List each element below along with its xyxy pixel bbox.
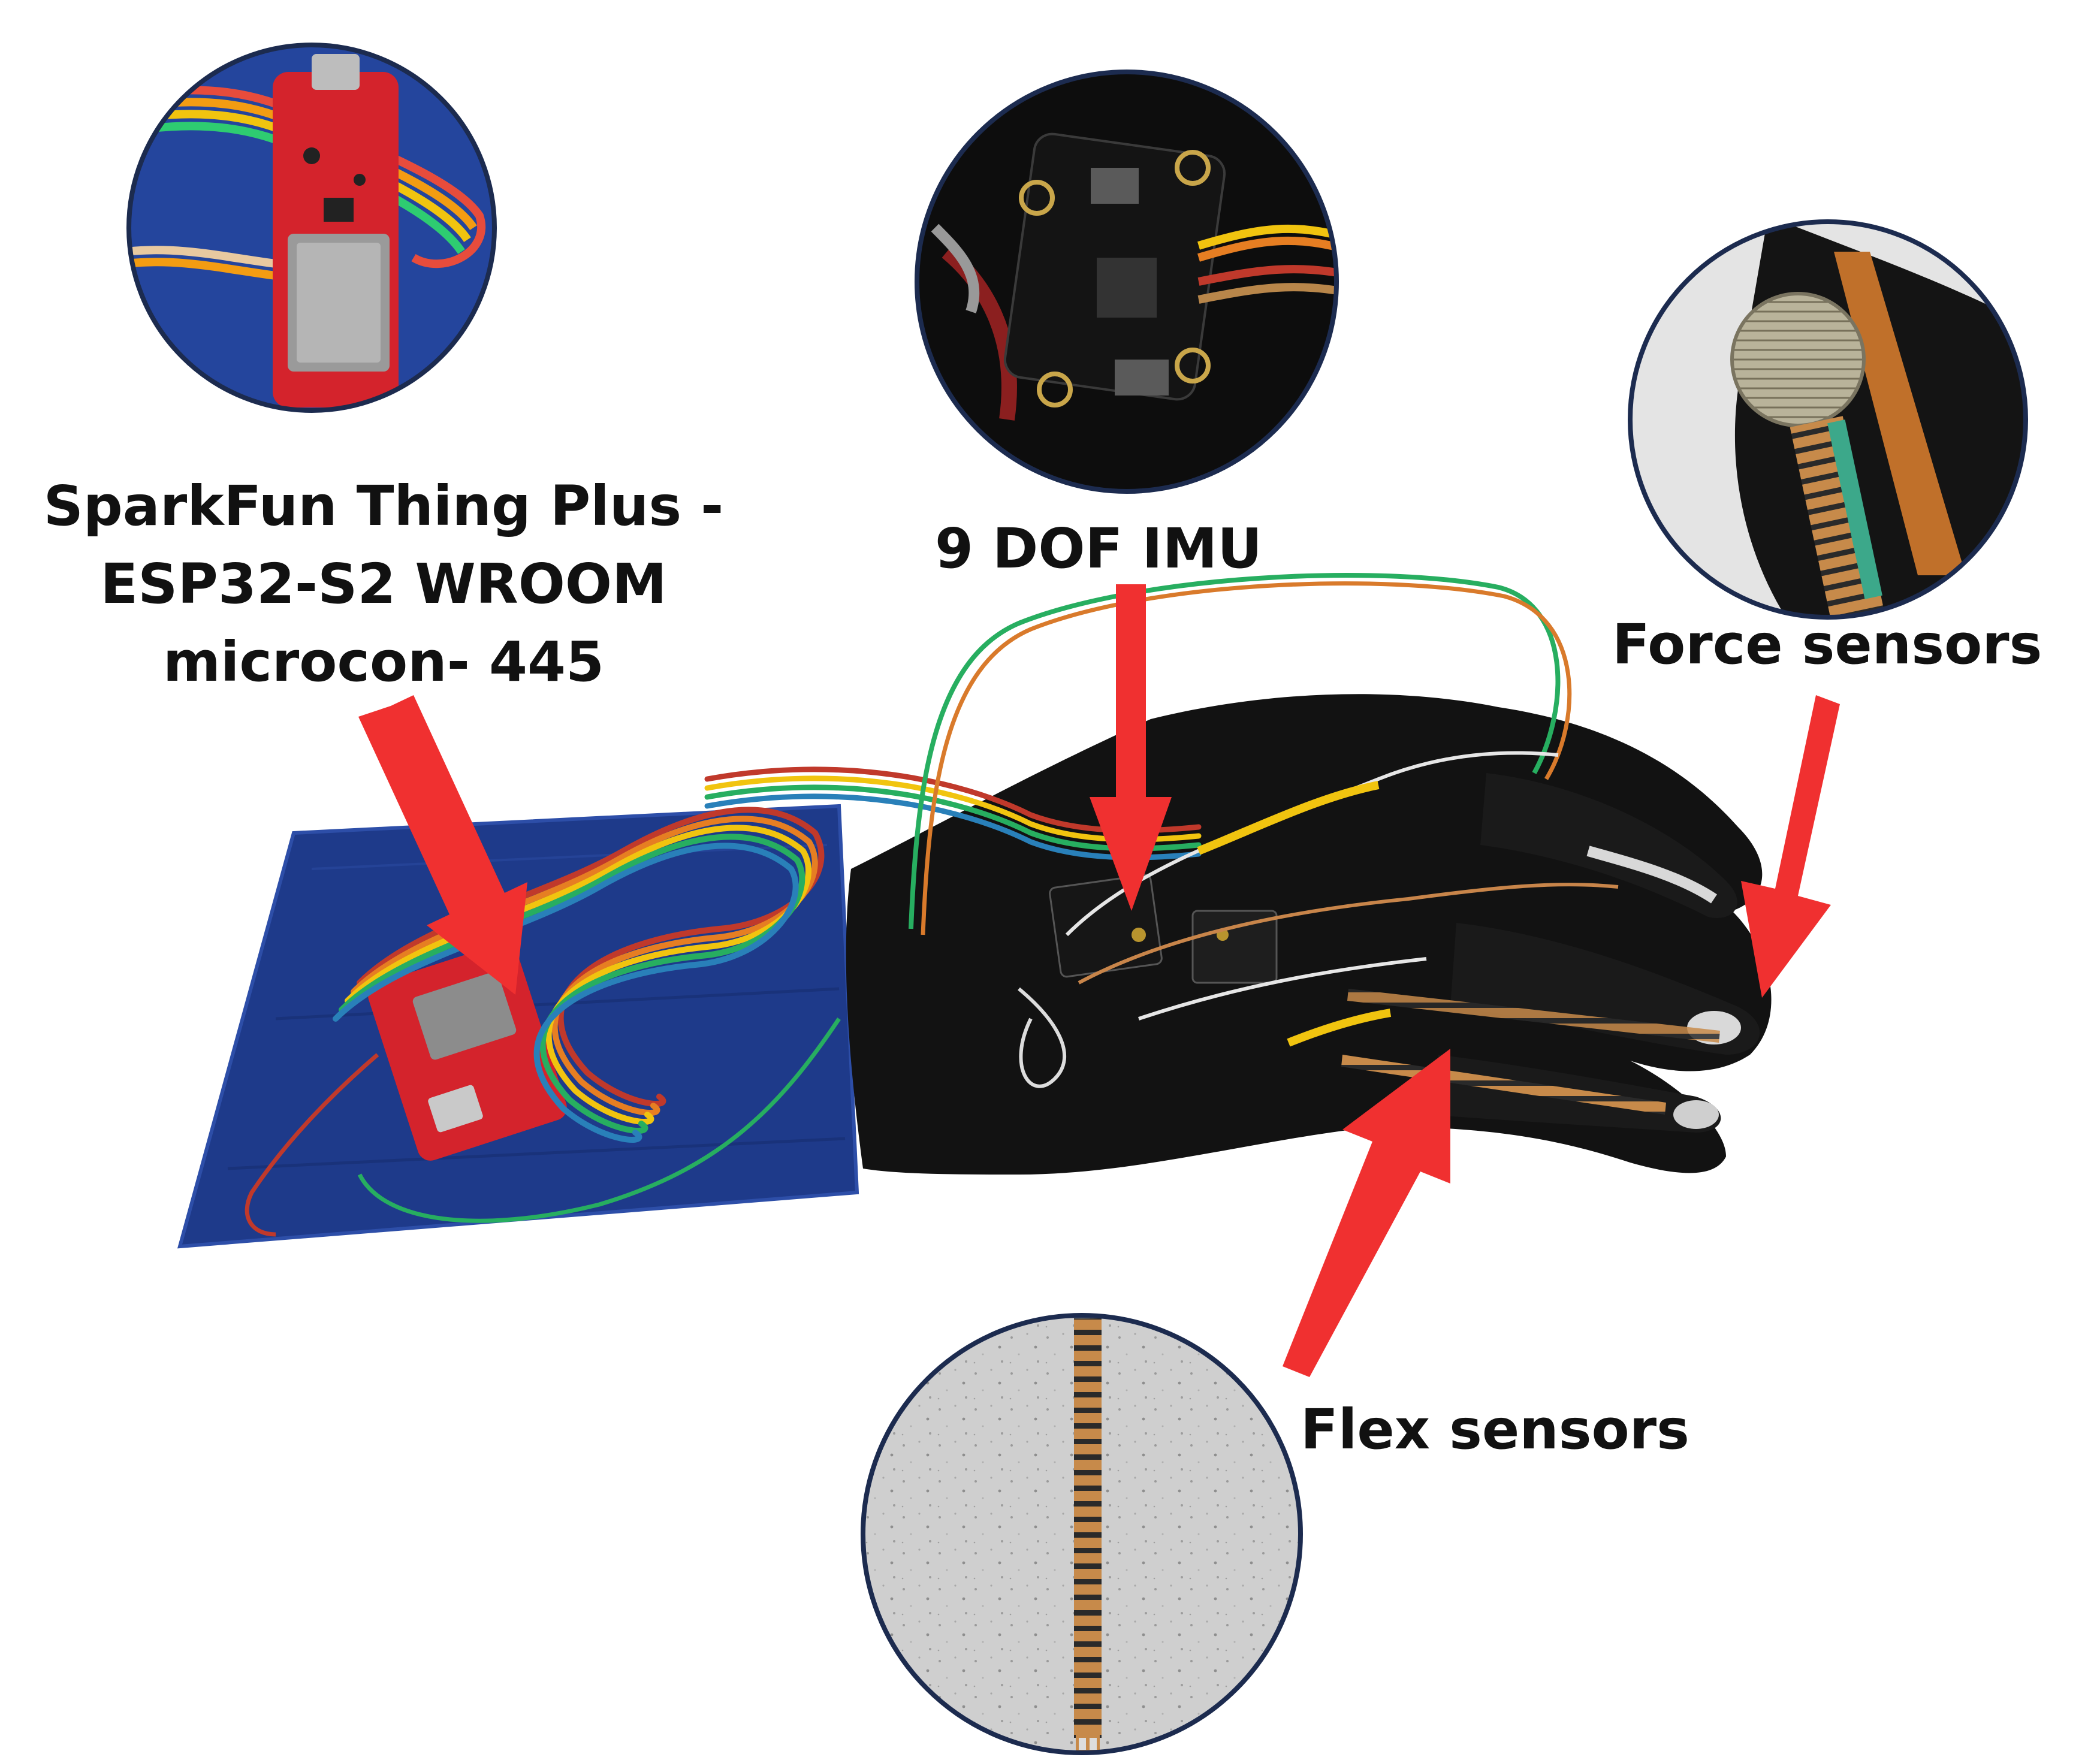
detail-photo-circle-imu (915, 70, 1339, 494)
black-glove (846, 694, 1772, 1175)
flex-sensors-label: Flex sensors (1301, 1397, 1689, 1462)
microcontroller-label: SparkFun Thing Plus - ESP32-S2 WROOM mic… (12, 467, 755, 701)
wrist-microcontroller-board (368, 943, 567, 1161)
microcontroller-label-line3: microcon- 445 (163, 630, 604, 694)
force-sensors-label: Force sensors (1612, 612, 2042, 677)
arrow-force-icon (1741, 695, 1840, 998)
microcontroller-label-line1: SparkFun Thing Plus - (43, 474, 724, 538)
loop-wires (245, 573, 1572, 1237)
arrow-pointer-icon (358, 584, 1840, 1377)
detail-photo-circle-force (1628, 219, 2028, 620)
detail-photo-circle-mcu (126, 43, 497, 413)
arrow-imu-icon (1090, 584, 1172, 911)
arrow-flex-icon (1283, 1049, 1450, 1377)
imu-label: 9 DOF IMU (935, 517, 1262, 581)
arrow-mcu-icon (358, 695, 527, 995)
detail-photo-circle-flex (861, 1313, 1303, 1755)
microcontroller-label-line2: ESP32-S2 WROOM (100, 552, 667, 616)
